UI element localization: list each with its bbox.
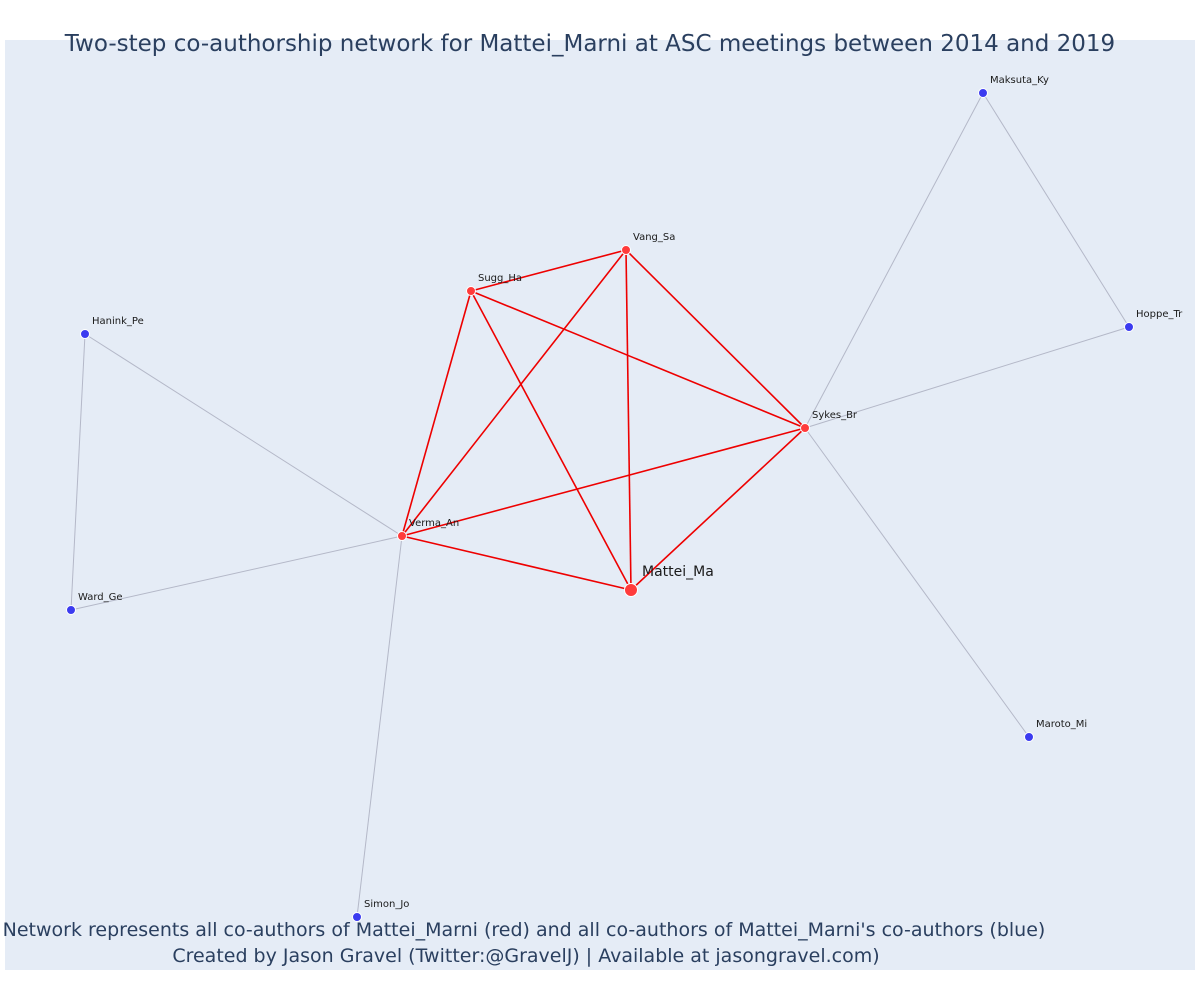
node-label-Sykes_Br: Sykes_Br: [812, 410, 858, 421]
edge-Sykes_Br-Hoppe_Tr: [804, 326, 1130, 429]
node-Maroto_Mi[interactable]: [1024, 732, 1034, 742]
node-Vang_Sa[interactable]: [621, 245, 631, 255]
node-Hoppe_Tr[interactable]: [1124, 322, 1134, 332]
node-label-Maksuta_Ky: Maksuta_Ky: [990, 75, 1049, 86]
edge-Mattei_Ma-Vang_Sa: [625, 249, 632, 591]
node-label-Maroto_Mi: Maroto_Mi: [1036, 719, 1087, 730]
plot-area: [5, 40, 1195, 970]
node-label-Hanink_Pe: Hanink_Pe: [92, 316, 144, 327]
edge-Mattei_Ma-Sugg_Ha: [470, 290, 632, 591]
edge-Hanink_Pe-Ward_Ge: [70, 333, 86, 611]
node-Ward_Ge[interactable]: [66, 605, 76, 615]
node-label-Verma_An: Verma_An: [409, 518, 459, 529]
edge-Verma_An-Simon_Jo: [356, 535, 403, 918]
edges-layer: [70, 92, 1130, 918]
node-Simon_Jo[interactable]: [352, 912, 362, 922]
edge-Verma_An-Sykes_Br: [401, 427, 806, 537]
edge-Verma_An-Ward_Ge: [70, 535, 403, 611]
footer-description: Network represents all co-authors of Mat…: [2, 919, 1046, 941]
node-Sugg_Ha[interactable]: [466, 286, 476, 296]
nodes-layer: [66, 88, 1134, 922]
node-label-Hoppe_Tr: Hoppe_Tr: [1136, 309, 1183, 320]
node-Maksuta_Ky[interactable]: [978, 88, 988, 98]
node-Verma_An[interactable]: [397, 531, 407, 541]
edge-Verma_An-Vang_Sa: [401, 249, 627, 537]
node-Mattei_Ma[interactable]: [624, 583, 638, 597]
footer-credit: Created by Jason Gravel (Twitter:@Gravel…: [172, 945, 880, 967]
edge-Mattei_Ma-Sykes_Br: [630, 427, 806, 591]
node-Hanink_Pe[interactable]: [80, 329, 90, 339]
edge-Sugg_Ha-Sykes_Br: [470, 290, 806, 429]
edge-Sykes_Br-Maroto_Mi: [804, 427, 1030, 738]
edge-Sugg_Ha-Vang_Sa: [470, 249, 627, 292]
edge-Vang_Sa-Sykes_Br: [625, 249, 806, 429]
chart-title: Two-step co-authorship network for Matte…: [64, 31, 1116, 57]
edge-Maksuta_Ky-Hoppe_Tr: [982, 92, 1130, 328]
edge-Mattei_Ma-Verma_An: [401, 535, 632, 591]
node-label-Mattei_Ma: Mattei_Ma: [642, 564, 714, 580]
node-label-Ward_Ge: Ward_Ge: [78, 592, 123, 603]
edge-Verma_An-Hanink_Pe: [84, 333, 403, 537]
node-label-Simon_Jo: Simon_Jo: [364, 899, 409, 910]
edge-Verma_An-Sugg_Ha: [401, 290, 472, 537]
edge-Sykes_Br-Maksuta_Ky: [804, 92, 984, 429]
node-label-Vang_Sa: Vang_Sa: [633, 232, 675, 243]
node-label-Sugg_Ha: Sugg_Ha: [478, 273, 522, 284]
node-Sykes_Br[interactable]: [800, 423, 810, 433]
